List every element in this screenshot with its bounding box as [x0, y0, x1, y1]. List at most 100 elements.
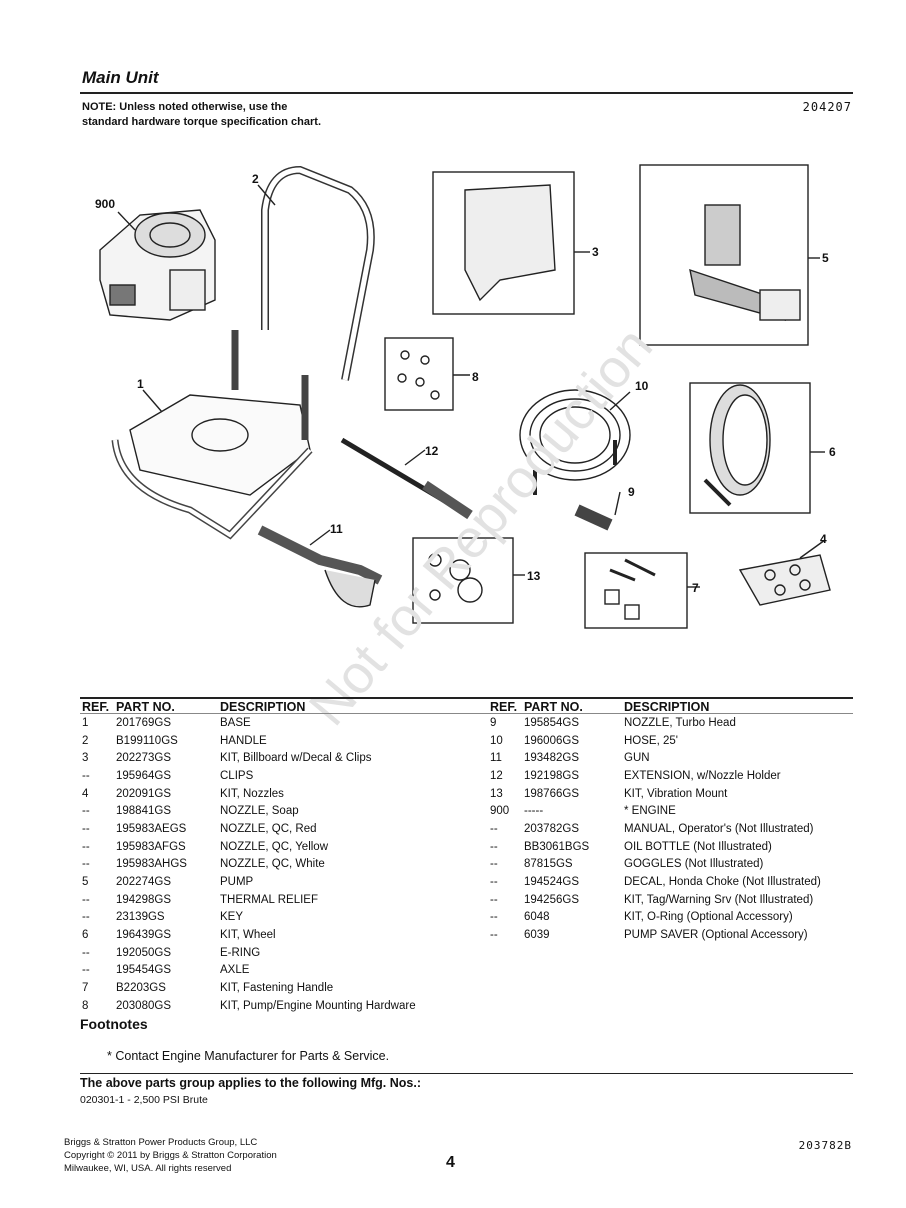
engine-drawing [99, 209, 216, 321]
footer-legal: Briggs & Stratton Power Products Group, … [64, 1136, 277, 1175]
callout-13: 13 [527, 569, 541, 583]
table-row: -- 194256GS KIT, Tag/Warning Srv (Not Illu… [490, 891, 884, 909]
cell-description: AXLE [220, 964, 250, 977]
cell-part-no: 6039 [524, 929, 550, 942]
cell-description: HANDLE [220, 734, 267, 747]
cell-part-no: 192050GS [116, 946, 171, 959]
cell-ref: 1 [82, 716, 89, 729]
cell-ref: -- [82, 911, 90, 924]
cell-part-no: 195983AFGS [116, 840, 186, 853]
cell-part-no: 201769GS [116, 716, 171, 729]
cell-part-no: 192198GS [524, 769, 579, 782]
cell-ref: -- [490, 893, 498, 906]
cell-part-no: 195854GS [524, 716, 579, 729]
cell-description: EXTENSION, w/Nozzle Holder [624, 769, 781, 782]
table-row: -- 194298GS THERMAL RELIEF [82, 891, 480, 909]
vibration-box [412, 537, 514, 624]
footer-line-1: Briggs & Stratton Power Products Group, … [64, 1137, 258, 1148]
cell-ref: 10 [490, 734, 503, 747]
mfg-item: 020301-1 - 2,500 PSI Brute [80, 1094, 208, 1106]
cell-description: THERMAL RELIEF [220, 893, 318, 906]
footer-line-2: Copyright © 2011 by Briggs & Stratton Co… [64, 1150, 277, 1161]
cell-ref: 11 [490, 752, 502, 765]
callout-4: 4 [820, 532, 827, 546]
cell-ref: 7 [82, 982, 89, 995]
cell-ref: 5 [82, 876, 89, 889]
page-number: 4 [446, 1154, 455, 1171]
cell-ref: -- [82, 840, 90, 853]
cell-part-no: 194298GS [116, 893, 171, 906]
cell-part-no: 87815GS [524, 858, 573, 871]
table-row: 13 198766GS KIT, Vibration Mount [490, 785, 884, 803]
cell-ref: 4 [82, 787, 89, 800]
header-ref: REF. [82, 699, 110, 714]
hardware-box [384, 337, 454, 411]
cell-description: KEY [220, 911, 244, 924]
cell-part-no: 195454GS [116, 964, 171, 977]
gun-drawing [257, 525, 383, 608]
cell-part-no: 195983AHGS [116, 858, 187, 871]
cell-ref: -- [82, 893, 90, 906]
title-rule [80, 92, 853, 94]
table-row: 900-----* ENGINE [490, 802, 884, 820]
billboard-box [432, 171, 575, 315]
cell-ref: 13 [490, 787, 503, 800]
cell-description: NOZZLE, Turbo Head [624, 716, 736, 729]
section-title: Main Unit [82, 68, 159, 87]
cell-description: KIT, Tag/Warning Srv (Not Illustrated) [624, 893, 814, 906]
cell-ref: -- [82, 769, 90, 782]
callout-1: 1 [137, 377, 144, 391]
table-top-rule [80, 697, 853, 699]
callout-900: 900 [95, 197, 115, 211]
header-part: PART NO. [524, 699, 583, 714]
cell-part-no: BB3061BGS [524, 840, 590, 853]
table-header-row: REF. PART NO. DESCRIPTION [82, 699, 480, 714]
cell-description: HOSE, 25' [624, 734, 678, 747]
callout-10: 10 [635, 379, 649, 393]
cell-ref: -- [490, 822, 498, 835]
cell-description: BASE [220, 716, 251, 729]
cell-part-no: 194256GS [524, 893, 579, 906]
parts-table-left: REF. PART NO. DESCRIPTION 1 201769GS BASE 2… [82, 699, 480, 1015]
cell-ref: -- [490, 840, 498, 853]
footnote-text: * Contact Engine Manufacturer for Parts … [107, 1049, 390, 1063]
cell-ref: -- [82, 858, 90, 871]
cell-description: MANUAL, Operator's (Not Illustrated) [624, 822, 814, 835]
cell-description: KIT, Pump/Engine Mounting Hardware [220, 999, 416, 1012]
cell-ref: -- [82, 822, 90, 835]
cell-description: E-RING [220, 946, 261, 959]
cell-description: KIT, Vibration Mount [624, 787, 728, 800]
cell-part-no: 6048 [524, 911, 550, 924]
handle-drawing [261, 165, 375, 381]
cell-description: NOZZLE, Soap [220, 805, 299, 818]
cell-ref: 8 [82, 999, 89, 1012]
exploded-view-svg: 900 2 3 5 8 1 10 6 12 9 11 4 13 7 [95, 164, 836, 629]
cell-part-no: 198766GS [524, 787, 579, 800]
cell-ref: 3 [82, 752, 89, 765]
cell-ref: -- [490, 929, 498, 942]
cell-part-no: 193482GS [524, 752, 579, 765]
cell-description: NOZZLE, QC, Yellow [220, 840, 329, 853]
callout-12: 12 [425, 444, 439, 458]
cell-part-no: 196439GS [116, 929, 171, 942]
footer-code: 203782B [798, 1139, 852, 1152]
torque-note: NOTE: Unless noted otherwise, use the st… [82, 101, 322, 128]
cell-ref: 2 [82, 734, 89, 747]
mfg-rule [80, 1073, 853, 1074]
